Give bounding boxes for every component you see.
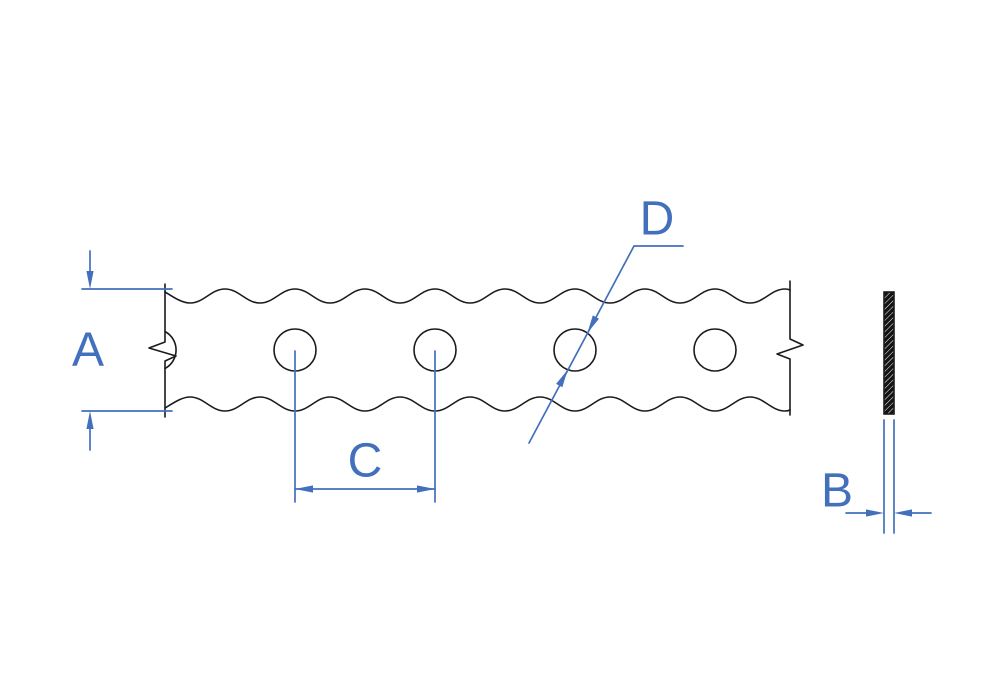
dimension-d: D [528, 193, 684, 444]
band-bottom-edge [164, 396, 791, 412]
dim-a-arrowhead-up-icon [86, 411, 94, 429]
hole-partial-left [164, 330, 177, 370]
band-top-edge [164, 288, 791, 304]
band-front-view [148, 280, 804, 418]
dim-a-label: A [72, 324, 104, 377]
hole-3 [553, 328, 597, 372]
dimension-c: C [294, 350, 436, 503]
band-side-view [883, 291, 895, 415]
dim-d-leader-line [528, 245, 684, 444]
hole-4 [693, 328, 737, 372]
break-line-left [148, 283, 177, 418]
dim-b-label: B [821, 465, 853, 518]
dim-b-arrowhead-left-icon [894, 509, 912, 517]
dim-a-arrowhead-down-icon [86, 271, 94, 289]
dimensions-layer: A C D [72, 193, 932, 534]
break-line-right [776, 280, 804, 416]
dimension-a: A [72, 250, 173, 451]
dim-d-arrowhead-lower-icon [556, 369, 568, 388]
dim-d-label: D [640, 193, 675, 246]
dim-c-label: C [348, 435, 383, 488]
dim-c-arrowhead-right-icon [417, 485, 435, 493]
section-rect [883, 291, 895, 415]
dim-d-arrowhead-upper-icon [587, 315, 599, 333]
dim-b-arrowhead-right-icon [866, 509, 884, 517]
dim-c-arrowhead-left-icon [295, 485, 313, 493]
dimension-b: B [821, 419, 932, 534]
